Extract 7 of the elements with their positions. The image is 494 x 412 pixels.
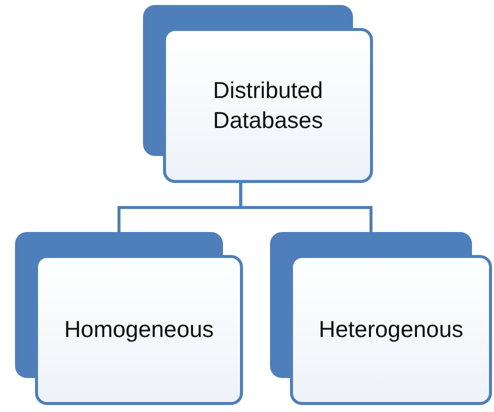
- stacked-card: [143, 5, 373, 183]
- node-label: Homogeneous: [63, 315, 215, 344]
- stacked-card: [270, 232, 492, 405]
- stacked-card: [15, 232, 243, 405]
- node-label: Distributed Databases: [212, 76, 324, 134]
- connector-line: [239, 183, 372, 232]
- node-label: Heterogenous: [318, 315, 464, 344]
